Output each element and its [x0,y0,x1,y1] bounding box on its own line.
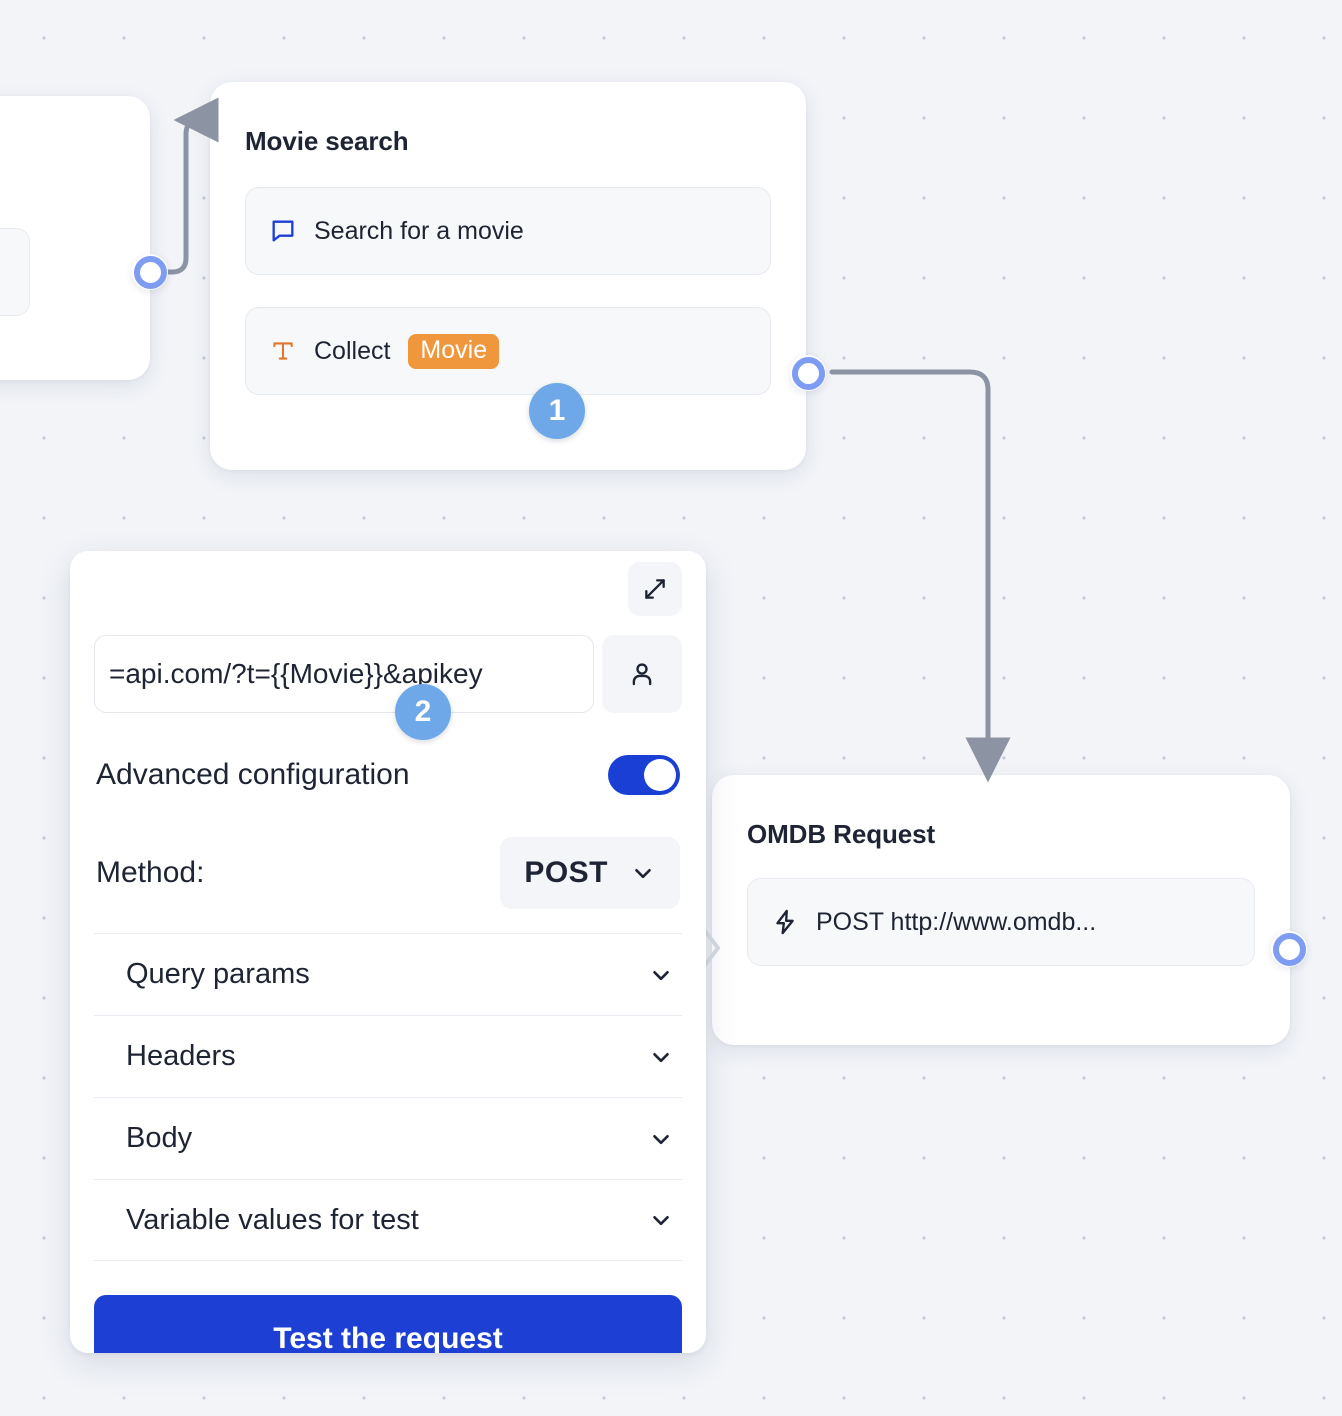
node-card-partial[interactable] [0,96,150,380]
accordion-label: Variable values for test [126,1203,419,1236]
lightning-bolt-icon [770,907,800,937]
configuration-accordion: Query params Headers Body Variable value… [94,933,682,1261]
chevron-down-icon [653,1052,669,1062]
test-the-request-button[interactable]: Test the request [94,1295,682,1353]
connector-port-movie-search-output[interactable] [790,355,826,391]
request-url-input[interactable] [94,635,594,713]
chevron-down-icon [653,1215,669,1226]
text-field-icon [268,336,298,366]
advanced-configuration-row: Advanced configuration [94,755,682,795]
node-partial-row[interactable] [0,228,30,316]
step-badge-1: 1 [529,383,585,439]
variable-chip-movie[interactable]: Movie [408,333,500,369]
node-row-label: Collect [314,336,391,365]
speech-bubble-icon [268,216,298,246]
method-label: Method: [96,856,205,889]
method-select[interactable]: POST [500,837,680,909]
step-badge-2: 2 [395,684,451,740]
node-row-label: POST http://www.omdb... [816,907,1097,936]
request-configuration-panel[interactable]: Advanced configuration Method: POST Quer… [70,551,706,1353]
accordion-label: Query params [126,958,310,990]
accordion-item-headers[interactable]: Headers [94,1015,682,1097]
node-card-movie-search[interactable]: Movie search Search for a movie Collect … [210,82,806,470]
connector-port-omdb-output[interactable] [1271,931,1307,967]
chevron-down-icon [653,970,669,980]
accordion-item-variable-values-for-test[interactable]: Variable values for test [94,1179,682,1261]
accordion-label: Headers [126,1040,236,1072]
accordion-item-body[interactable]: Body [94,1097,682,1179]
node-card-omdb-request[interactable]: OMDB Request POST http://www.omdb... [712,775,1290,1045]
method-row: Method: POST [94,837,682,909]
chevron-down-icon [635,868,651,879]
accordion-label: Body [126,1122,193,1154]
node-row-search-for-a-movie[interactable]: Search for a movie [245,187,771,275]
advanced-configuration-toggle[interactable] [608,755,680,795]
node-row-collect-movie[interactable]: Collect Movie [245,307,771,395]
node-title-movie-search: Movie search [245,126,409,156]
expand-diagonal-icon[interactable] [628,562,682,616]
connector-port-left-node-output[interactable] [132,254,168,290]
advanced-configuration-label: Advanced configuration [96,758,410,791]
method-value: POST [524,856,608,889]
node-row-post-request[interactable]: POST http://www.omdb... [747,878,1255,966]
chevron-down-icon [653,1134,669,1144]
url-row [94,635,682,713]
node-row-label: Search for a movie [314,216,524,245]
node-title-omdb-request: OMDB Request [747,819,936,849]
person-icon[interactable] [602,635,682,713]
accordion-item-query-params[interactable]: Query params [94,933,682,1015]
